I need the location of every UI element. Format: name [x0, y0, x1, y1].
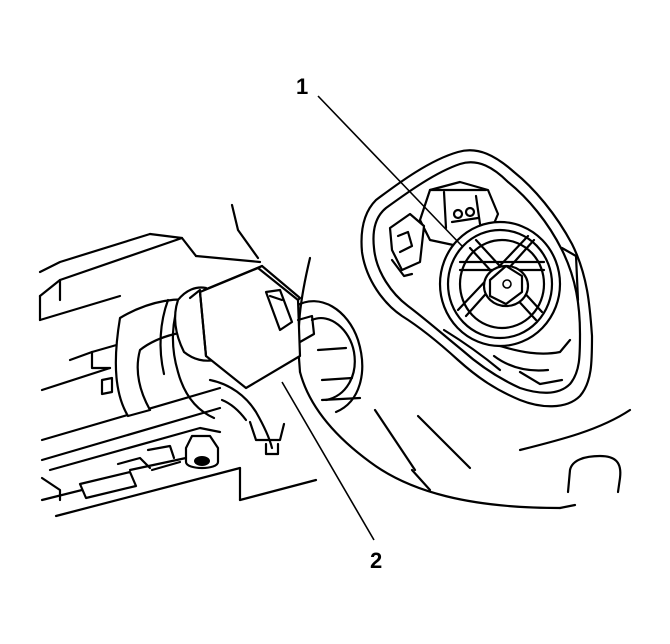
sensor-2 — [174, 264, 316, 390]
engine-housing-background — [230, 203, 632, 510]
callout-2: 2 — [281, 381, 382, 573]
callout-1-leader — [317, 95, 463, 247]
sensor-1 — [360, 149, 594, 408]
callout-2-leader — [281, 381, 375, 541]
callout-1: 1 — [296, 74, 463, 247]
callout-2-label: 2 — [370, 548, 382, 573]
callout-1-label: 1 — [296, 74, 308, 99]
